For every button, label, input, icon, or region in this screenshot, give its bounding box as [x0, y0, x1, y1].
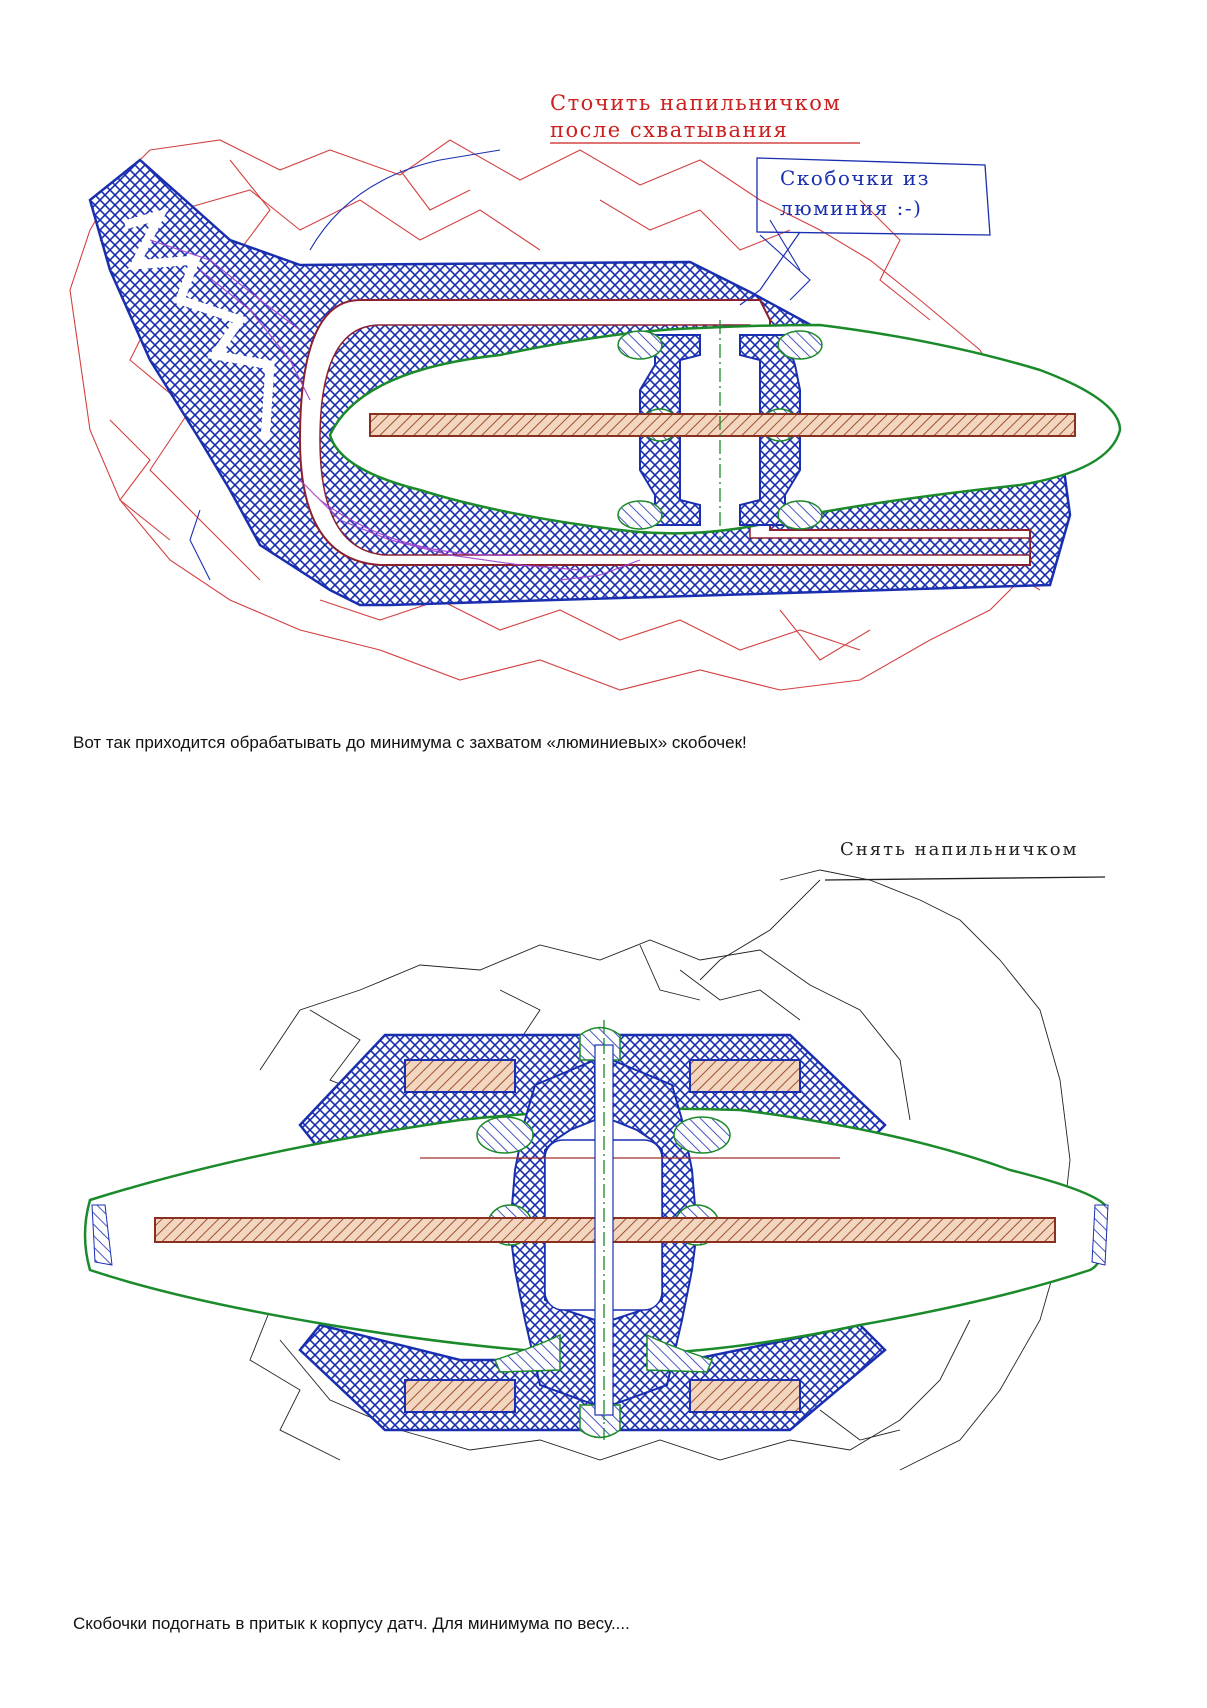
top-note: Снять напильничком	[840, 839, 1079, 860]
blue-sketch	[189, 149, 811, 581]
red-note-line2: после схватывания	[550, 118, 788, 142]
end-cap-left	[91, 1204, 113, 1266]
board-top-right	[689, 1059, 801, 1093]
board-bottom-right	[689, 1379, 801, 1413]
clamp2-foot	[646, 1333, 714, 1373]
clamp2-foot	[493, 1333, 561, 1373]
caption-figure1: Вот так приходится обрабатывать до миним…	[73, 733, 747, 752]
board-bottom-left	[404, 1379, 516, 1413]
red-note-line1: Сточить напильничком	[550, 91, 841, 115]
blue-note-leader	[739, 231, 801, 306]
zigzag-strap	[123, 207, 275, 441]
blue-note-box	[756, 157, 991, 236]
figure2-drawing: Снять напильничком	[83, 839, 1109, 1471]
clamp2-lug	[476, 1116, 534, 1154]
clamp2-lug	[673, 1116, 731, 1154]
clamp-lug	[777, 500, 823, 530]
blue-note-line1: Скобочки из	[780, 166, 930, 190]
end-cap-right	[1091, 1204, 1109, 1266]
clamp-lug	[617, 330, 663, 360]
violet-sketch	[149, 239, 641, 581]
clamp-lug	[777, 330, 823, 360]
pcb-board	[369, 413, 1076, 437]
caption-figure2: Скобочки подогнать в притык к корпусу да…	[73, 1614, 630, 1633]
top-note-underline	[824, 876, 1106, 881]
blue-note-line2: люминия :-)	[780, 196, 922, 220]
figure1-drawing: Сточить напильничком после схватывания С…	[69, 91, 1122, 691]
clamp-lug	[617, 500, 663, 530]
board-top-left	[404, 1059, 516, 1093]
